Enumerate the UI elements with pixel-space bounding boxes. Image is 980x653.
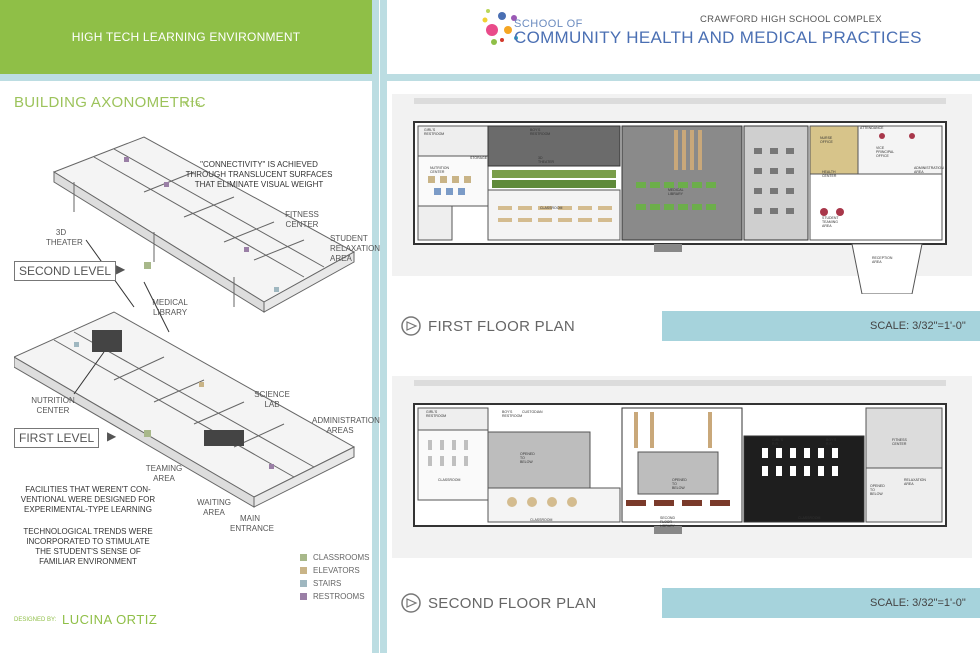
legend: CLASSROOMS ELEVATORS STAIRS RESTROOMS <box>300 551 369 603</box>
frame-bar-right-top <box>387 74 980 81</box>
room-label: CUSTODIAN <box>522 410 543 414</box>
room-label: CLASSROOM <box>798 516 821 520</box>
room-label: BOY'S R.R. <box>826 438 837 446</box>
room-label: BOY'S RESTROOM <box>530 128 551 136</box>
room-label: OPENED TO BELOW <box>520 452 535 464</box>
legend-item-elevators: ELEVATORS <box>300 564 369 577</box>
designed-by-label: DESIGNED BY: <box>14 617 57 623</box>
room-label: ATTENDANCE <box>860 126 884 130</box>
designer-name: LUCINA ORTIZ <box>62 612 158 627</box>
school-title: COMMUNITY HEALTH AND MEDICAL PRACTICES <box>514 28 922 47</box>
second-floor-title: SECOND FLOOR PLAN <box>428 595 597 612</box>
label-fitness-center: FITNESS CENTER <box>285 210 319 229</box>
room-label: NUTRITION CENTER <box>430 166 450 174</box>
complex-name: CRAWFORD HIGH SCHOOL COMPLEX <box>700 14 882 25</box>
room-label: 3D THEATER <box>538 156 555 164</box>
first-level-tag: FIRST LEVEL <box>14 428 100 448</box>
second-floor-drawing <box>413 380 947 534</box>
label-medical-library: MEDICAL LIBRARY <box>152 298 188 317</box>
legend-label-elevators: ELEVATORS <box>313 566 360 575</box>
room-label: SECOND FLOOR LIBRARY <box>660 516 675 528</box>
connectivity-note: "CONNECTIVITY" IS ACHIEVED THROUGH TRANS… <box>185 160 333 189</box>
room-label: RECEPTION AREA <box>872 256 893 264</box>
swatch-elevators <box>300 567 307 574</box>
first-floor-drawing <box>413 98 947 294</box>
legend-item-restrooms: RESTROOMS <box>300 590 369 603</box>
room-label: BOY'S RESTROOM <box>502 410 523 418</box>
label-administration-areas: ADMINISTRATION AREAS <box>312 416 380 435</box>
room-label: NURSE OFFICE <box>820 136 833 144</box>
first-floor-scale-strip <box>662 311 980 341</box>
label-science-lab: SCIENCE LAB <box>254 390 290 409</box>
second-floor-title-strip <box>392 588 662 618</box>
second-level-tag: SECOND LEVEL <box>14 261 117 281</box>
first-floor-title-strip <box>392 311 662 341</box>
second-floor-scale: SCALE: 3/32"=1'-0" <box>870 597 966 609</box>
legend-label-restrooms: RESTROOMS <box>313 592 365 601</box>
legend-item-stairs: STAIRS <box>300 577 369 590</box>
banner-text: HIGH TECH LEARNING ENVIRONMENT <box>71 30 301 44</box>
plan-marker-icon <box>401 316 421 336</box>
swatch-restrooms <box>300 593 307 600</box>
swatch-stairs <box>300 580 307 587</box>
header-banner: HIGH TECH LEARNING ENVIRONMENT <box>0 0 372 74</box>
technology-note: TECHNOLOGICAL TRENDS WERE INCORPORATED T… <box>23 527 153 566</box>
school-logo-icon <box>482 9 518 45</box>
room-label: RELAXATION AREA <box>904 478 926 486</box>
legend-label-stairs: STAIRS <box>313 579 342 588</box>
room-label: FITNESS CENTER <box>892 438 907 446</box>
room-label: OPENED TO BELOW <box>870 484 885 496</box>
first-floor-title: FIRST FLOOR PLAN <box>428 318 576 335</box>
room-label: GIRL'S RESTROOM <box>426 410 447 418</box>
label-teaming-area: TEAMING AREA <box>145 464 183 483</box>
room-label: VICE PRINCIPAL OFFICE <box>876 146 895 158</box>
label-student-relaxation: STUDENT RELAXATION AREA <box>330 234 381 263</box>
label-nutrition-center: NUTRITION CENTER <box>31 396 75 415</box>
building-axonometric-drawing <box>14 136 356 508</box>
label-main-entrance: MAIN ENTRANCE <box>230 514 275 533</box>
school-of-text: SCHOOL OF <box>514 18 583 30</box>
frame-divider-right <box>380 0 387 653</box>
arrow-right-icon: ▶ <box>116 262 126 276</box>
room-label: CLASSROOM <box>438 478 461 482</box>
room-label: STORAGE <box>470 156 488 160</box>
room-label: CLASSROOM <box>530 518 553 522</box>
nts-label: N.T.S. <box>183 101 203 108</box>
swatch-classrooms <box>300 554 307 561</box>
room-label: CLASSROOM <box>540 206 563 210</box>
legend-label-classrooms: CLASSROOMS <box>313 553 370 562</box>
label-3d-theater: 3D THEATER <box>46 228 83 247</box>
plan-marker-icon-2 <box>401 593 421 613</box>
frame-bar-left-top <box>0 74 372 81</box>
room-label: GIRL'S RESTROOM <box>424 128 445 136</box>
first-floor-scale: SCALE: 3/32"=1'-0" <box>870 320 966 332</box>
frame-divider-left <box>372 0 379 653</box>
room-label: HEALTH CENTER <box>822 170 837 178</box>
second-floor-scale-strip <box>662 588 980 618</box>
room-label: STUDENT TEAMING AREA <box>822 216 839 228</box>
axonometric-title: BUILDING AXONOMETRIC <box>14 94 206 111</box>
room-label: OPENED TO BELOW <box>672 478 687 490</box>
label-waiting-area: WAITING AREA <box>197 498 231 517</box>
room-label: GIRL'S R.R. <box>772 438 784 446</box>
arrow-right-icon-2: ▶ <box>107 429 117 443</box>
room-label: ADMINISTRATION AREA <box>914 166 944 174</box>
legend-item-classrooms: CLASSROOMS <box>300 551 369 564</box>
room-label: MEDICAL LIBRARY <box>668 188 684 196</box>
facilities-note: FACILITIES THAT WEREN'T CON-VENTIONAL WE… <box>20 485 156 514</box>
